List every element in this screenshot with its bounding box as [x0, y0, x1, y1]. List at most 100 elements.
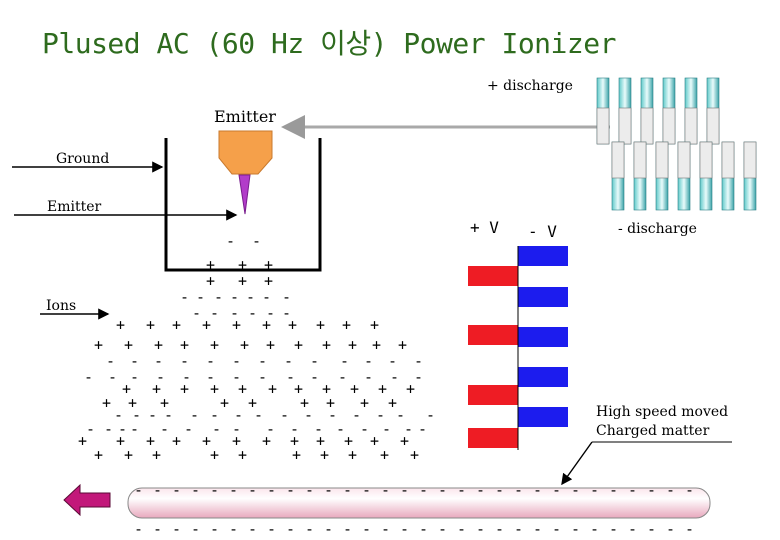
minus-charge: - [232, 368, 241, 386]
minus-charge: - [414, 352, 423, 370]
plus-charge: + [380, 446, 389, 464]
minus-charge: - [352, 406, 361, 424]
plus-charge: + [238, 380, 247, 398]
negative-pulse [518, 367, 568, 387]
plus-charge: + [262, 432, 271, 450]
plus-charge: + [102, 394, 111, 412]
negative-pulse [518, 246, 568, 266]
plus-charge: + [210, 446, 219, 464]
plus-charge: + [264, 256, 273, 274]
plus-charge: + [220, 394, 229, 412]
minus-charge: - [571, 520, 580, 538]
plus-charge: + [400, 432, 409, 450]
minus-charge: - [130, 420, 139, 438]
minus-charge: - [286, 520, 295, 538]
plus-charge: + [378, 380, 387, 398]
minus-charge: - [552, 520, 561, 538]
minus-charge: - [364, 368, 373, 386]
minus-charge: - [340, 352, 349, 370]
plus-charge: + [320, 446, 329, 464]
minus-charge: - [419, 520, 428, 538]
plus-charge: + [180, 380, 189, 398]
minus-charge: - [571, 481, 580, 499]
minus-charge: - [148, 406, 157, 424]
minus-charge: - [104, 420, 113, 438]
minus-charge: - [262, 288, 271, 306]
minus-charge: - [310, 368, 319, 386]
plus-charge: + [316, 316, 325, 334]
emitter-tip [238, 174, 251, 215]
minus-charge: - [191, 481, 200, 499]
minus-charge: - [514, 481, 523, 499]
ion-charge-field: --++++++-------------+++++++++++++++++++… [78, 232, 694, 538]
ions-label: Ions [46, 298, 77, 314]
minus-charge: - [156, 368, 165, 386]
emitter-body [218, 130, 273, 175]
cylinder-band [662, 107, 676, 145]
plus-charge: + [264, 272, 273, 290]
plus-charge: + [124, 336, 133, 354]
plus-charge: + [122, 380, 131, 398]
minus-charge: - [609, 520, 618, 538]
plus-charge: + [268, 380, 277, 398]
minus-charge: - [172, 481, 181, 499]
minus-charge: - [282, 288, 291, 306]
minus-charge: - [343, 481, 352, 499]
plus-charge: + [266, 336, 275, 354]
minus-charge: - [267, 481, 276, 499]
minus-charge: - [647, 481, 656, 499]
minus-charge: - [266, 420, 275, 438]
minus-charge: - [360, 420, 369, 438]
cylinder-band [618, 107, 632, 145]
minus-charge: - [230, 304, 239, 322]
minus-charge: - [304, 406, 313, 424]
cylinder-band [699, 141, 713, 179]
minus-charge: - [248, 304, 257, 322]
minus-charge: - [666, 520, 675, 538]
minus-charge: - [400, 520, 409, 538]
minus-charge: - [234, 406, 243, 424]
plus-charge: + [322, 380, 331, 398]
plus-charge: + [262, 316, 271, 334]
minus-charge: - [324, 520, 333, 538]
negative-pulse [518, 287, 568, 307]
minus-charge: - [106, 352, 115, 370]
plus-charge: + [210, 380, 219, 398]
plus-charge: + [232, 432, 241, 450]
minus-charge: - [130, 368, 139, 386]
minus-charge: - [400, 481, 409, 499]
charged-matter-tube [127, 487, 711, 519]
minus-charge: - [180, 288, 189, 306]
plus-discharge-label: + discharge [487, 78, 573, 94]
minus-charge: - [254, 406, 263, 424]
minus-charge: - [284, 352, 293, 370]
negative-pulse [518, 327, 568, 347]
minus-charge: - [164, 406, 173, 424]
minus-charge: - [376, 406, 385, 424]
charged-matter-arrow [561, 441, 593, 486]
high-speed-label-line1: High speed moved [596, 404, 729, 420]
ground-container [164, 138, 322, 272]
plus-charge: + [210, 336, 219, 354]
plus-charge: + [202, 316, 211, 334]
plus-charge: + [154, 336, 163, 354]
plus-charge: + [240, 336, 249, 354]
plus-charge: + [372, 336, 381, 354]
minus-charge: - [381, 520, 390, 538]
plus-charge: + [316, 432, 325, 450]
plus-charge: + [248, 394, 257, 412]
minus-charge: - [314, 420, 323, 438]
minus-charge: - [414, 368, 423, 386]
plus-charge: + [360, 394, 369, 412]
cylinder-band [633, 141, 647, 179]
minus-charge: - [305, 520, 314, 538]
minus-charge: - [214, 288, 223, 306]
minus-charge: - [280, 406, 289, 424]
minus-charge: - [336, 420, 345, 438]
minus-charge: - [685, 520, 694, 538]
minus-charge: - [418, 420, 427, 438]
plus-charge: + [294, 380, 303, 398]
minus-charge: - [130, 352, 139, 370]
minus-charge: - [438, 520, 447, 538]
minus-charge: - [457, 481, 466, 499]
